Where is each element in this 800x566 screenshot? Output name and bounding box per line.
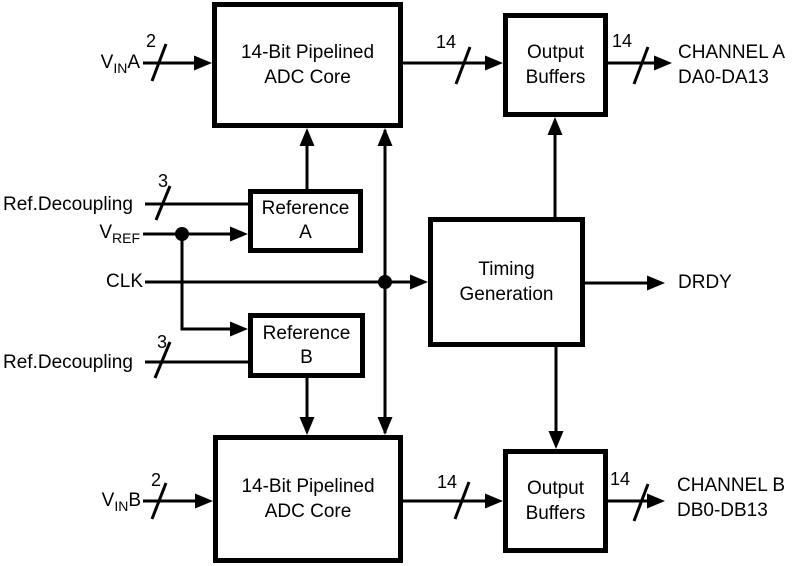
vref-label-sub: REF: [112, 229, 140, 246]
vref-arrowhead-icon: [230, 226, 248, 242]
ref-decoupling-a-slash-icon: [154, 185, 172, 221]
vin-b-bus-width: 2: [151, 470, 162, 490]
block-output-buffers-a: Output Buffers: [503, 13, 608, 117]
vin-a-label-suffix: A: [127, 52, 140, 73]
clk-arrowhead-icon: [410, 274, 428, 290]
wire-ref-decoupling-a: [145, 185, 248, 221]
adc-core-a-label-line2: ADC Core: [264, 67, 351, 88]
vin-b-label-suffix: B: [128, 490, 141, 511]
channel-a-label: CHANNEL A DA0-DA13: [678, 40, 785, 90]
block-timing-generation: Timing Generation: [428, 217, 585, 347]
block-reference-a: Reference A: [248, 189, 363, 253]
ref-decoupling-a-label: Ref.Decoupling: [3, 194, 133, 215]
wire-drdy: [585, 275, 665, 291]
adc-core-b-label-line1: 14-Bit Pipelined: [241, 476, 375, 497]
timing-up-arrowhead-icon: [547, 117, 563, 135]
ref-a-arrowhead-icon: [299, 128, 315, 146]
adc-core-b-label-line2: ADC Core: [264, 501, 352, 522]
channel-b-bus-width: 14: [610, 469, 631, 489]
adc-a-bus-slash-icon: [454, 46, 472, 85]
vin-a-label-base: V: [100, 52, 114, 73]
wire-vin-a: [143, 43, 212, 82]
vin-b-arrowhead-icon: [195, 493, 213, 509]
channel-a-arrowhead-icon: [654, 55, 672, 71]
output-buffers-b-label-line1: Output: [526, 478, 585, 499]
vin-b-label: VINB: [0, 490, 141, 514]
adc-a-bus-width: 14: [436, 32, 457, 52]
drdy-label: DRDY: [678, 272, 732, 293]
channel-b-arrowhead-icon: [647, 493, 665, 509]
block-reference-b: Reference B: [248, 313, 365, 378]
block-output-buffers-b: Output Buffers: [503, 449, 608, 553]
vin-a-label-sub: IN: [113, 59, 128, 76]
channel-b-label-line2: DB0-DB13: [677, 500, 768, 521]
vref-branch-line: [180, 234, 234, 331]
wire-vin-b: [143, 482, 213, 520]
vin-b-bus-slash-icon: [150, 482, 168, 520]
output-buffers-a-label-line1: Output: [526, 42, 585, 63]
drdy-arrowhead-icon: [647, 275, 665, 291]
reference-a-label-line2: A: [299, 222, 312, 243]
ref-decoupling-b-bus-width: 3: [157, 332, 168, 352]
channel-b-bus-slash-icon: [632, 483, 650, 522]
vref-branch-arrowhead-icon: [230, 321, 248, 337]
output-buffers-a-label-line2: Buffers: [525, 67, 586, 88]
wire-clk: [145, 128, 428, 435]
adc-a-bus-arrowhead-icon: [485, 55, 503, 71]
channel-b-label: CHANNEL B DB0-DB13: [677, 473, 785, 523]
channel-a-bus-width: 14: [612, 31, 633, 51]
wire-buffers-b-to-channel-b: [608, 483, 665, 522]
channel-b-label-line1: CHANNEL B: [677, 475, 786, 496]
wire-ref-b-to-adc-b: [299, 378, 315, 435]
clk-down-arrowhead-icon: [377, 417, 393, 435]
wire-ref-a-to-adc-a: [299, 128, 315, 189]
reference-a-label-line1: Reference: [261, 198, 350, 219]
adc-core-a-label-line1: 14-Bit Pipelined: [240, 42, 375, 63]
output-buffers-b-label-line2: Buffers: [525, 503, 586, 524]
vin-a-label: VINA: [0, 52, 140, 76]
block-adc-core-a: 14-Bit Pipelined ADC Core: [212, 2, 403, 128]
vin-a-arrowhead-icon: [194, 55, 212, 71]
ref-decoupling-b-label: Ref.Decoupling: [3, 352, 133, 373]
vref-label-base: V: [99, 222, 112, 243]
vin-b-label-sub: IN: [114, 497, 129, 514]
adc-b-bus-arrowhead-icon: [485, 493, 503, 509]
wire-adc-b-to-buffers-b: [403, 481, 503, 520]
wire-vref: [143, 226, 248, 337]
channel-a-label-line2: DA0-DA13: [678, 67, 769, 88]
wire-timing-to-buffers-a: [547, 117, 563, 217]
clk-up-arrowhead-icon: [377, 128, 393, 146]
timing-generation-label-line1: Timing: [478, 259, 535, 280]
wire-adc-a-to-buffers-a: [403, 46, 503, 85]
wire-buffers-a-to-channel-a: [608, 46, 672, 85]
adc-b-bus-slash-icon: [453, 481, 471, 520]
clk-label: CLK: [106, 271, 143, 292]
channel-a-label-line1: CHANNEL A: [678, 42, 785, 63]
ref-decoupling-a-bus-width: 3: [158, 171, 169, 191]
wire-timing-to-buffers-b: [548, 347, 564, 449]
timing-down-arrowhead-icon: [548, 431, 564, 449]
wire-ref-decoupling-b: [145, 341, 248, 379]
vin-b-label-base: V: [101, 490, 115, 511]
adc-b-bus-width: 14: [437, 472, 458, 492]
vref-label: VREF: [0, 222, 140, 246]
reference-b-label-line1: Reference: [262, 322, 351, 344]
vin-a-bus-slash-icon: [150, 43, 168, 82]
channel-a-bus-slash-icon: [632, 46, 650, 85]
vin-a-bus-width: 2: [146, 31, 157, 51]
ref-b-arrowhead-icon: [299, 417, 315, 435]
timing-generation-label-line2: Generation: [459, 284, 554, 305]
block-adc-core-b: 14-Bit Pipelined ADC Core: [213, 435, 403, 563]
reference-b-label-line2: B: [300, 346, 313, 368]
ref-decoupling-b-slash-icon: [153, 341, 172, 379]
